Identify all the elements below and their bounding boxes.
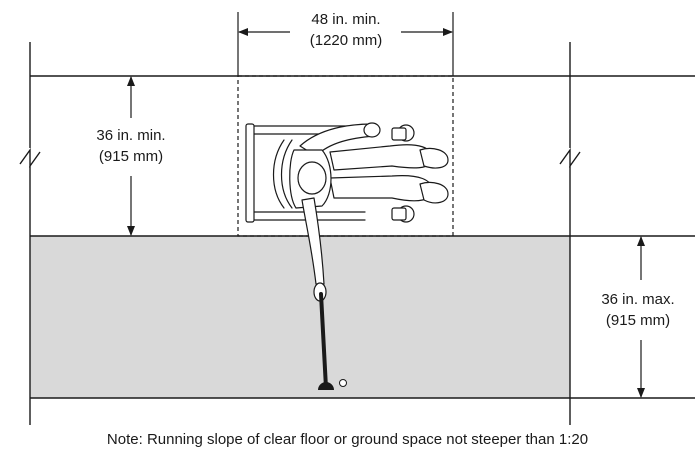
reach-dimension-label-line1: 36 in. max.: [601, 291, 674, 308]
depth-dimension-label-line1: 36 in. min.: [96, 127, 165, 144]
depth-dimension-label-line2: (915 mm): [99, 148, 163, 165]
slope-note: Note: Running slope of clear floor or gr…: [106, 431, 589, 448]
right-wall-break: [559, 42, 581, 425]
width-dimension: [237, 12, 454, 76]
width-dimension-label-line2: (1220 mm): [310, 32, 383, 49]
width-dimension-label-line1: 48 in. min.: [311, 11, 380, 28]
cane-icon: [318, 292, 347, 390]
clear-floor-space-box: [237, 75, 454, 237]
left-wall-break: [19, 42, 41, 425]
shaded-reach-zone: [30, 236, 570, 398]
wheelchair-user-icon: [245, 122, 449, 302]
reach-dimension-label-line2: (915 mm): [606, 312, 670, 329]
